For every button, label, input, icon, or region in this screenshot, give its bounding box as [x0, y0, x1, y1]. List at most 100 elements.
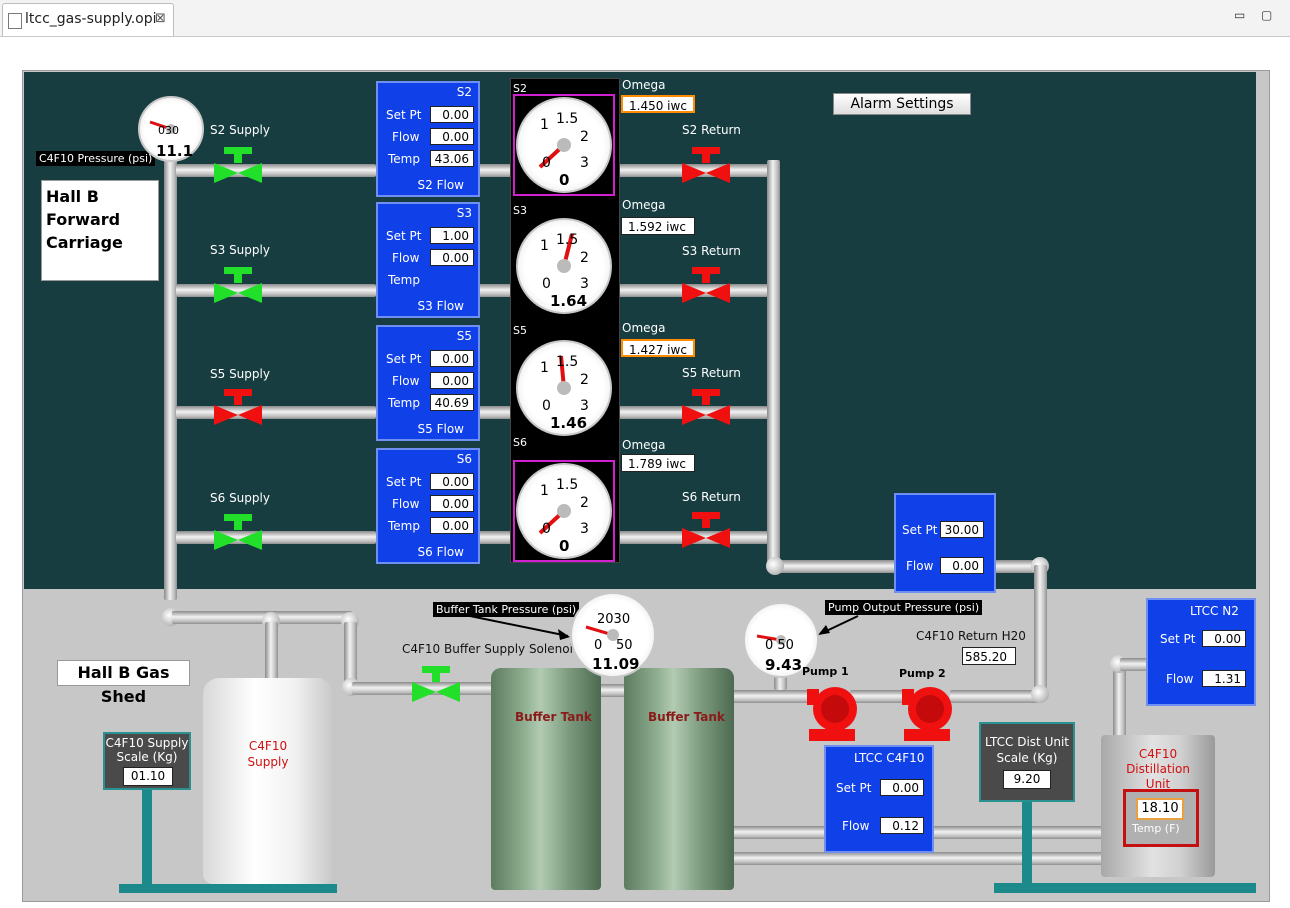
omega-label: Omega: [622, 438, 666, 452]
s2-supply-valve[interactable]: [212, 145, 264, 185]
s5-supply-label: S5 Supply: [210, 367, 270, 381]
sector-name: S3: [456, 206, 472, 220]
s3-setpt-input[interactable]: 1.00: [430, 227, 474, 244]
s5-flow-panel: S5 Set Pt 0.00 Flow 0.00 Temp 40.69 S5 F…: [376, 325, 480, 441]
omega-label: Omega: [622, 198, 666, 212]
pipe-seg: [478, 284, 512, 297]
pump2-label: Pump 2: [899, 667, 946, 680]
pipe-seg: [993, 560, 1038, 573]
pipe-seg: [1120, 658, 1150, 671]
return-setpt-input[interactable]: 30.00: [940, 521, 984, 538]
scale-base: [994, 883, 1256, 893]
gauge-label: S3: [513, 204, 527, 217]
buffer-pressure-value: 11.09: [592, 655, 640, 673]
pipe-seg: [730, 826, 830, 839]
pipe-seg: [850, 690, 910, 703]
pipe-seg: [1113, 660, 1126, 740]
return-flow-value: 0.00: [940, 557, 984, 574]
s3-supply-valve[interactable]: [212, 265, 264, 305]
dist-scale-value: 9.20: [1003, 770, 1051, 789]
supply-scale-value: 01.10: [123, 767, 173, 786]
pipe-seg: [730, 690, 810, 703]
return-h2o-label: C4F10 Return H20: [916, 629, 1026, 643]
editor-tab[interactable]: ltcc_gas-supply.opi ⊠: [2, 3, 174, 36]
distillation-label: C4F10 Distillation Unit: [1126, 747, 1190, 791]
s3-return-label: S3 Return: [682, 244, 741, 258]
s6-supply-valve[interactable]: [212, 512, 264, 552]
s5-temp-value: 40.69: [430, 394, 474, 411]
s2-supply-pipe: [176, 164, 376, 177]
s3-omega-readout: 1.592 iwc: [621, 217, 695, 235]
main-supply-pipe: [164, 160, 177, 600]
setpt-label: Set Pt: [386, 475, 422, 489]
pump1-icon[interactable]: [805, 683, 859, 743]
s6-omega-readout: 1.789 iwc: [621, 454, 695, 472]
distillation-temp-display: 18.10 Temp (F): [1123, 789, 1199, 847]
scale-tick: 0: [542, 521, 551, 537]
ltcc-c4f10-flow-value: 0.12: [880, 817, 924, 834]
s6-setpt-input[interactable]: 0.00: [430, 473, 474, 490]
scale-tick: 1.5: [556, 111, 579, 127]
supply-scale-label: C4F10 Supply Scale (Kg): [105, 736, 189, 764]
ltcc-c4f10-setpt-input[interactable]: 0.00: [880, 779, 924, 796]
maximize-icon[interactable]: ▢: [1261, 8, 1273, 22]
s2-flow-value: 0.00: [430, 128, 474, 145]
flow-label: Flow: [392, 130, 420, 144]
buffer-pressure-arrow: [469, 615, 570, 640]
alarm-settings-button[interactable]: Alarm Settings: [833, 93, 971, 115]
s5-return-valve[interactable]: [680, 387, 732, 427]
s3-return-valve[interactable]: [680, 265, 732, 305]
s2-omega-readout: 1.450 iwc: [621, 95, 695, 113]
buffer-tank-label: Buffer Tank: [648, 710, 725, 724]
hall-b-gas-shed-title: Hall B Gas Shed: [57, 660, 190, 706]
s6-return-valve[interactable]: [680, 510, 732, 550]
title-line: Carriage: [46, 233, 123, 252]
s5-gauge-value: 1.46: [550, 414, 588, 432]
pump1-label: Pump 1: [802, 665, 849, 678]
s3-flow-value: 0.00: [430, 249, 474, 266]
scale-tick: 2: [580, 495, 589, 511]
c4f10-pressure-gauge: 030 11.1: [138, 96, 204, 162]
s5-supply-valve[interactable]: [212, 387, 264, 427]
scale-tick: 3: [580, 398, 589, 414]
s6-gauge-value: 0: [559, 537, 570, 555]
ltcc-n2-setpt-input[interactable]: 0.00: [1202, 630, 1246, 647]
pump-output-pressure-gauge: 0 50 9.43: [743, 602, 819, 678]
return-h2o-value: 585.20: [962, 647, 1016, 665]
s5-setpt-input[interactable]: 0.00: [430, 350, 474, 367]
sector-name: S2: [456, 85, 472, 99]
buffer-tank-label: Buffer Tank: [515, 710, 592, 724]
sector-name: S5: [456, 329, 472, 343]
flow-label: Flow: [1166, 672, 1194, 686]
flow-label: Flow: [392, 251, 420, 265]
flow-label: Flow: [906, 559, 934, 573]
s2-return-valve[interactable]: [680, 145, 732, 185]
buffer-tank-2: Buffer Tank: [624, 668, 734, 890]
s2-gauge-highlight: [513, 94, 615, 196]
panel-footer: S3 Flow: [417, 299, 464, 313]
minimize-icon[interactable]: ▭: [1234, 8, 1246, 22]
gauge-label: S6: [513, 436, 527, 449]
scale-base: [119, 884, 337, 893]
scale-tick: 3: [580, 155, 589, 171]
panel-footer: S2 Flow: [417, 178, 464, 192]
supply-tank-label: C4F10 Supply: [247, 739, 289, 769]
setpt-label: Set Pt: [386, 108, 422, 122]
s6-differential-gauge: 1.5 1 2 0 3 0: [516, 463, 612, 559]
scale-tick: 2: [580, 250, 589, 266]
s5-return-label: S5 Return: [682, 366, 741, 380]
omega-label: Omega: [622, 78, 666, 92]
c4f10-pressure-label: C4F10 Pressure (psi): [36, 151, 156, 166]
s2-setpt-input[interactable]: 0.00: [430, 106, 474, 123]
solenoid-label: C4F10 Buffer Supply Solenoid: [402, 642, 581, 656]
dist-scale-label: LTCC Dist Unit Scale (Kg): [984, 735, 1069, 765]
gauge-scale: 030: [158, 124, 179, 137]
tab-close-icon[interactable]: ⊠: [155, 11, 166, 26]
c4f10-pressure-value: 11.1: [156, 142, 194, 160]
scale-tick: 3: [580, 276, 589, 292]
buffer-supply-solenoid-valve[interactable]: [410, 664, 462, 704]
pump2-icon[interactable]: [900, 683, 954, 743]
s2-differential-gauge: 1.5 1 2 0 3 0: [516, 97, 612, 193]
tab-title: ltcc_gas-supply.opi: [25, 11, 157, 27]
s6-supply-pipe: [176, 531, 376, 544]
